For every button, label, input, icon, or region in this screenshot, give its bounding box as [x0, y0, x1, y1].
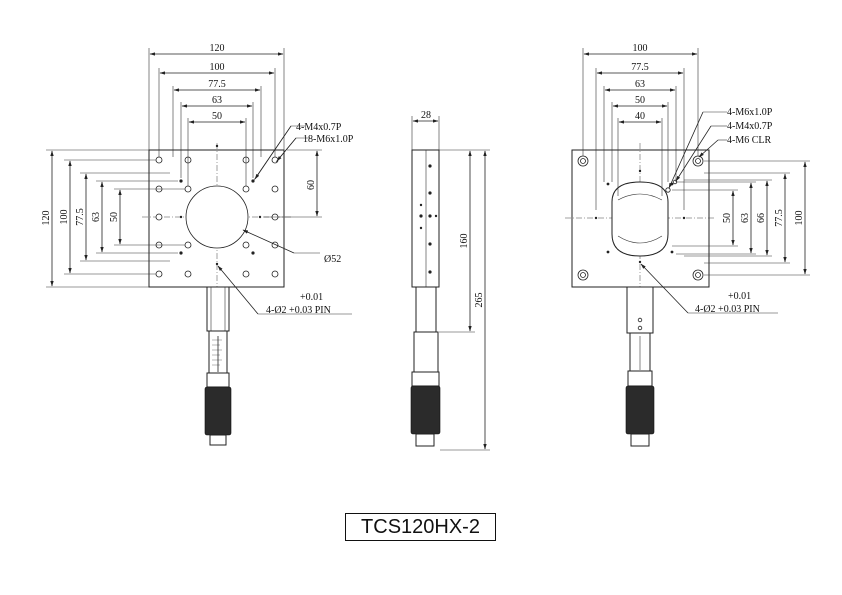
side-holes: [419, 164, 438, 274]
right-top-dimensions: 100 77.5 63 50 40: [582, 43, 699, 210]
right-side-dimensions: 50 63 66 77.5 100: [672, 160, 810, 276]
left-dim-side-4: 50: [109, 212, 120, 222]
side-body: [411, 149, 440, 288]
right-dim-side-0: 50: [722, 213, 733, 223]
right-center-slot: [611, 181, 669, 257]
side-view: 28 160 265: [410, 110, 490, 451]
right-dim-top-2: 63: [635, 79, 645, 90]
right-clr-holes: [577, 155, 704, 281]
right-dim-side-4: 100: [794, 211, 805, 226]
right-callout-m6: 4-M6x1.0P: [727, 107, 773, 118]
left-top-dimensions: 120 100 77.5 63 50: [148, 43, 285, 186]
left-dim-top-4: 50: [212, 111, 222, 122]
right-callouts: 4-M6x1.0P 4-M4x0.7P 4-M6 CLR +0.01 4-Ø2 …: [640, 107, 778, 315]
left-callout-dia: Ø52: [324, 254, 341, 265]
left-callout-m6: 18-M6x1.0P: [303, 134, 354, 145]
right-dim-side-3: 77.5: [774, 209, 785, 227]
left-dim-side-2: 77.5: [75, 208, 86, 226]
right-micrometer: [625, 286, 655, 447]
left-dim-side-3: 63: [91, 212, 102, 222]
side-dim-width: 28: [421, 110, 431, 121]
left-callout-m4: 4-M4x0.7P: [296, 122, 342, 133]
model-title: TCS120HX-2: [345, 513, 496, 541]
right-view: 100 77.5 63 50 40 50: [565, 43, 810, 447]
left-side-dimensions: 120 100 77.5 63 50 60: [41, 149, 322, 288]
side-knob: [410, 385, 441, 435]
left-view: 120 100 77.5 63 50 120: [41, 43, 354, 446]
right-dim-top-1: 77.5: [631, 62, 649, 73]
right-dim-top-4: 40: [635, 111, 645, 122]
right-pin-tol: +0.01: [728, 291, 751, 302]
left-knob: [204, 386, 232, 436]
left-dim-60: 60: [306, 180, 317, 190]
left-dim-side-0: 120: [41, 211, 52, 226]
right-dim-top-3: 50: [635, 95, 645, 106]
side-dim-160: 160: [459, 234, 470, 249]
right-dim-side-1: 63: [740, 213, 751, 223]
left-dim-top-1: 100: [210, 62, 225, 73]
right-knob: [625, 385, 655, 435]
left-m4-holes: [179, 144, 262, 266]
right-dim-top-0: 100: [633, 43, 648, 54]
right-callout-m4: 4-M4x0.7P: [727, 121, 773, 132]
left-center-bore: [185, 185, 249, 249]
left-dim-top-0: 120: [210, 43, 225, 54]
right-dim-side-2: 66: [756, 213, 767, 223]
right-callout-clr: 4-M6 CLR: [727, 135, 772, 146]
right-pin-label: 4-Ø2 +0.03 PIN: [695, 304, 760, 315]
left-pin-label: 4-Ø2 +0.03 PIN: [266, 305, 331, 316]
left-callouts: 4-M4x0.7P 18-M6x1.0P Ø52 +0.01 4-Ø2 +0.0…: [217, 122, 354, 316]
left-dim-top-2: 77.5: [208, 79, 226, 90]
left-micrometer: [204, 286, 232, 446]
left-dim-side-1: 100: [59, 210, 70, 225]
left-dim-top-3: 63: [212, 95, 222, 106]
left-pin-tol: +0.01: [300, 292, 323, 303]
side-dim-265: 265: [474, 293, 485, 308]
